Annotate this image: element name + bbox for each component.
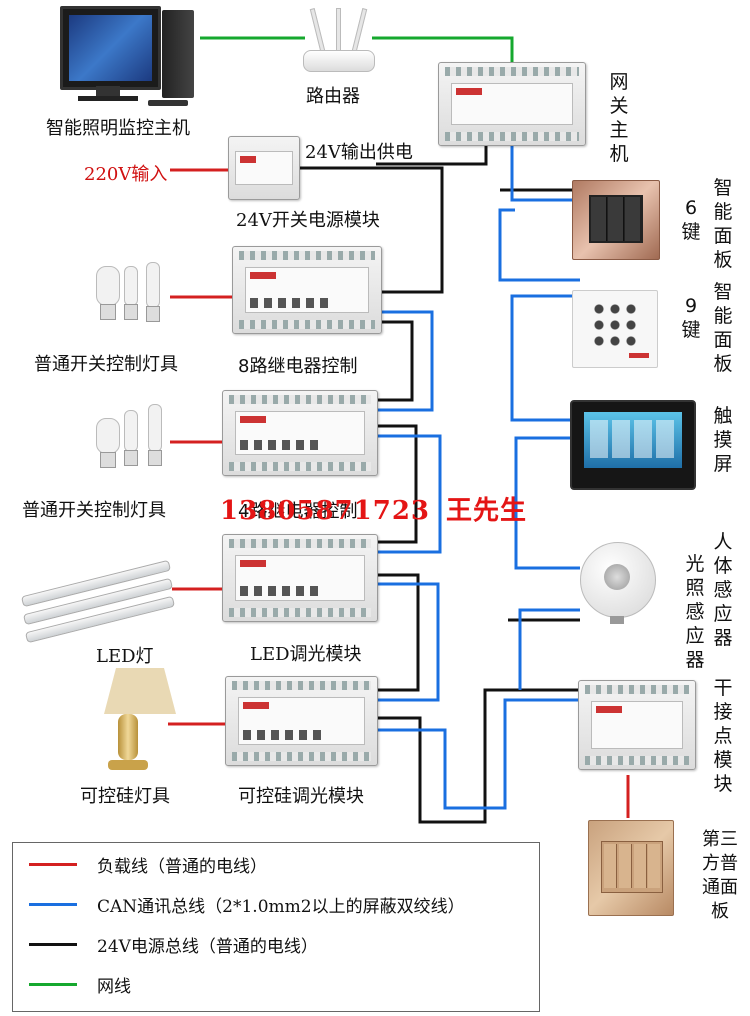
router-label: 路由器 <box>306 86 360 107</box>
scr-dimmer-label: 可控硅调光模块 <box>238 786 364 807</box>
led-lamp-label: LED灯 <box>96 646 154 667</box>
computer-label: 智能照明监控主机 <box>46 118 190 139</box>
gateway-label: 网关主机 <box>609 71 629 165</box>
lamp-1-label: 普通开关控制灯具 <box>34 354 178 375</box>
keyboard-icon <box>148 100 188 106</box>
legend-label-can: CAN通讯总线（2*1.0mm2以上的屏蔽双绞线） <box>97 897 465 917</box>
legend-label-load: 负载线（普通的电线） <box>97 857 267 877</box>
relay-4-module <box>222 390 378 476</box>
legend-swatch-load <box>29 863 77 866</box>
scr-lamp-label: 可控硅灯具 <box>80 786 170 807</box>
led-dimmer-label: LED调光模块 <box>250 644 362 665</box>
panel-6-label: 智能面板 <box>713 177 733 271</box>
scr-dimmer-module <box>225 676 378 766</box>
table-lamp-icon <box>92 668 176 780</box>
mains-input-label: 220V输入 <box>84 164 168 185</box>
power-supply-label: 24V开关电源模块 <box>236 210 380 231</box>
monitor-icon <box>60 6 161 90</box>
smart-panel-6 <box>572 180 660 260</box>
can-bus <box>376 142 580 810</box>
light-sensor-label: 光照感应器 <box>685 553 705 671</box>
network-cable <box>200 36 514 62</box>
cfl-bulb-icon <box>92 262 172 332</box>
legend-label-power: 24V电源总线（普通的电线） <box>97 937 318 957</box>
smart-panel-9 <box>572 290 658 368</box>
legend-row-load: 负载线（普通的电线） <box>13 849 533 879</box>
load-wires <box>168 168 630 818</box>
led-tube-icon <box>20 548 176 644</box>
contact-phone: 13805871723 王先生 <box>220 490 527 527</box>
panel-6-keys-label: 6键 <box>681 197 701 243</box>
legend-swatch-power <box>29 943 77 946</box>
cfl-bulb-icon-2 <box>92 404 172 474</box>
relay-4-label: 4路继电器控制 <box>238 501 358 522</box>
router-icon <box>303 8 375 74</box>
led-dimmer-module <box>222 534 378 622</box>
panel-9-keys-label: 9键 <box>681 295 701 341</box>
lamp-2-label: 普通开关控制灯具 <box>22 500 166 521</box>
legend-row-power: 24V电源总线（普通的电线） <box>13 929 533 959</box>
gateway-module <box>438 62 586 146</box>
legend-row-network: 网线 <box>13 969 533 999</box>
power-output-label: 24V输出供电 <box>305 142 413 163</box>
body-sensor-label: 人体感应器 <box>713 531 733 649</box>
tower-icon <box>162 10 194 98</box>
phone-number: 13805871723 <box>220 496 430 526</box>
panel-9-label: 智能面板 <box>713 281 733 375</box>
power-supply-module <box>228 136 300 200</box>
legend-row-can: CAN通讯总线（2*1.0mm2以上的屏蔽双绞线） <box>13 889 533 919</box>
dry-contact-label: 干接点模块 <box>713 677 733 795</box>
third-party-panel <box>588 820 674 916</box>
touchscreen-device <box>570 400 696 490</box>
touchscreen-label: 触摸屏 <box>713 405 733 475</box>
third-party-label: 第三方普通面板 <box>702 829 738 922</box>
relay-8-module <box>232 246 382 334</box>
contact-name: 王先生 <box>446 496 528 526</box>
computer-host <box>52 6 202 110</box>
legend: 负载线（普通的电线） CAN通讯总线（2*1.0mm2以上的屏蔽双绞线） 24V… <box>12 842 540 1012</box>
legend-label-network: 网线 <box>97 977 131 997</box>
power-bus <box>296 142 580 824</box>
sensor-icon <box>580 542 656 628</box>
legend-swatch-network <box>29 983 77 986</box>
dry-contact-module <box>578 680 696 770</box>
legend-swatch-can <box>29 903 77 906</box>
relay-8-label: 8路继电器控制 <box>238 356 358 377</box>
